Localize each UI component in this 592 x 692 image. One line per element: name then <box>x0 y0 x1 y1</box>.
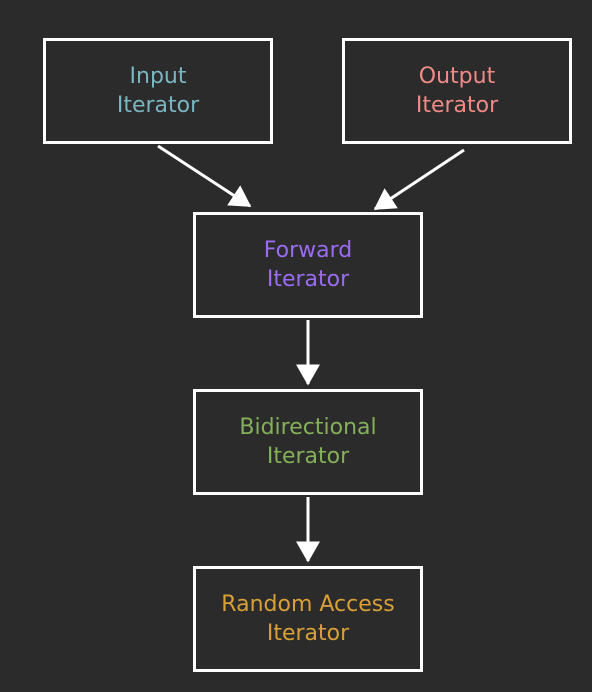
node-forward-iterator: Forward Iterator <box>193 212 423 318</box>
node-input-iterator: Input Iterator <box>43 38 273 144</box>
node-random-access-iterator: Random Access Iterator <box>193 566 423 672</box>
node-forward-label-line1: Forward <box>263 238 353 263</box>
node-output-iterator: Output Iterator <box>342 38 572 144</box>
arrow-output-to-forward <box>373 148 465 211</box>
node-random-access-label-line1: Random Access <box>221 592 395 617</box>
node-bidirectional-iterator: Bidirectional Iterator <box>193 389 423 495</box>
arrow-input-to-forward <box>157 144 252 208</box>
node-output-label-line2: Iterator <box>415 93 499 118</box>
node-forward-label-line2: Iterator <box>266 267 350 292</box>
node-output-label-line1: Output <box>418 64 496 89</box>
node-input-label-line1: Input <box>129 64 187 89</box>
node-bidirectional-label-line2: Iterator <box>266 444 350 469</box>
node-random-access-label-line2: Iterator <box>266 621 350 646</box>
node-input-label-line2: Iterator <box>116 93 200 118</box>
node-bidirectional-label-line1: Bidirectional <box>239 415 377 440</box>
